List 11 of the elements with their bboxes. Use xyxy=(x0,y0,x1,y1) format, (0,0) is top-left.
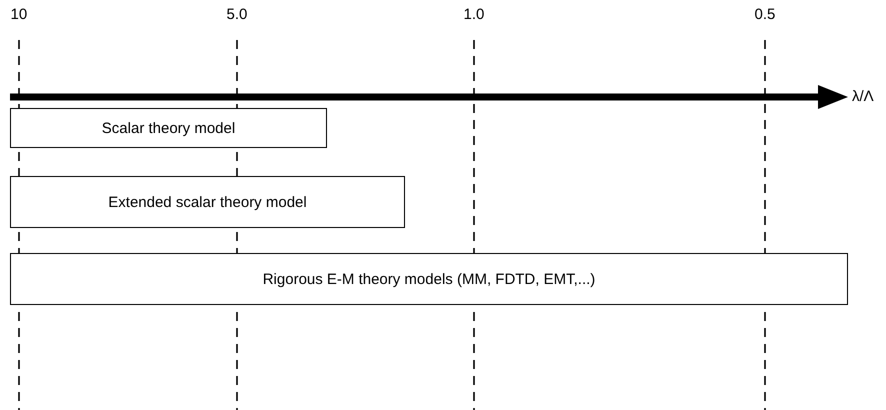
model-box xyxy=(10,176,405,228)
tick-label: 0.5 xyxy=(754,6,776,23)
box-label: Extended scalar theory model xyxy=(108,194,307,210)
tick-label: 5.0 xyxy=(226,6,248,23)
model-box xyxy=(10,108,327,148)
box-label: Scalar theory model xyxy=(102,120,236,136)
model-box xyxy=(10,253,848,305)
tick-label: 1.0 xyxy=(464,6,484,23)
axis-label: λ/Λ xyxy=(852,88,874,105)
tick-label: 10 xyxy=(10,6,28,23)
box-label: Rigorous E-M theory models (MM, FDTD, EMT,...) xyxy=(262,270,596,288)
